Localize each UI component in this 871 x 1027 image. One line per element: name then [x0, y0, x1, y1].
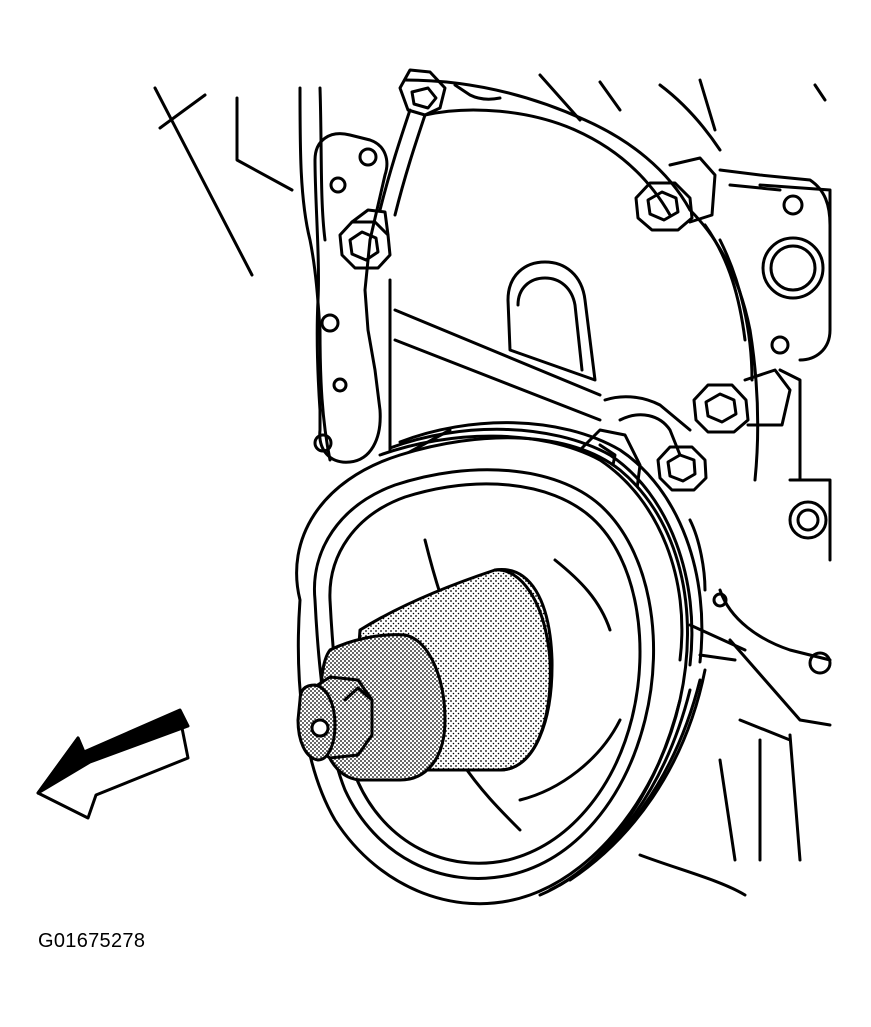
gasket-flange: [313, 132, 389, 464]
arrow-left-down-icon: [36, 708, 190, 820]
timing-cover: [298, 73, 832, 482]
cover-window: [506, 260, 597, 382]
removal-tool: [296, 568, 554, 782]
sensor-wire: [638, 518, 747, 897]
background-lines: [153, 86, 294, 277]
upper-bolt: [378, 68, 447, 217]
bolt-right-upper: [634, 156, 717, 232]
bolt-right-middle: [692, 368, 792, 434]
bolt-left: [338, 208, 392, 270]
right-housing: [688, 183, 832, 862]
figure-id-label: G01675278: [38, 930, 146, 952]
